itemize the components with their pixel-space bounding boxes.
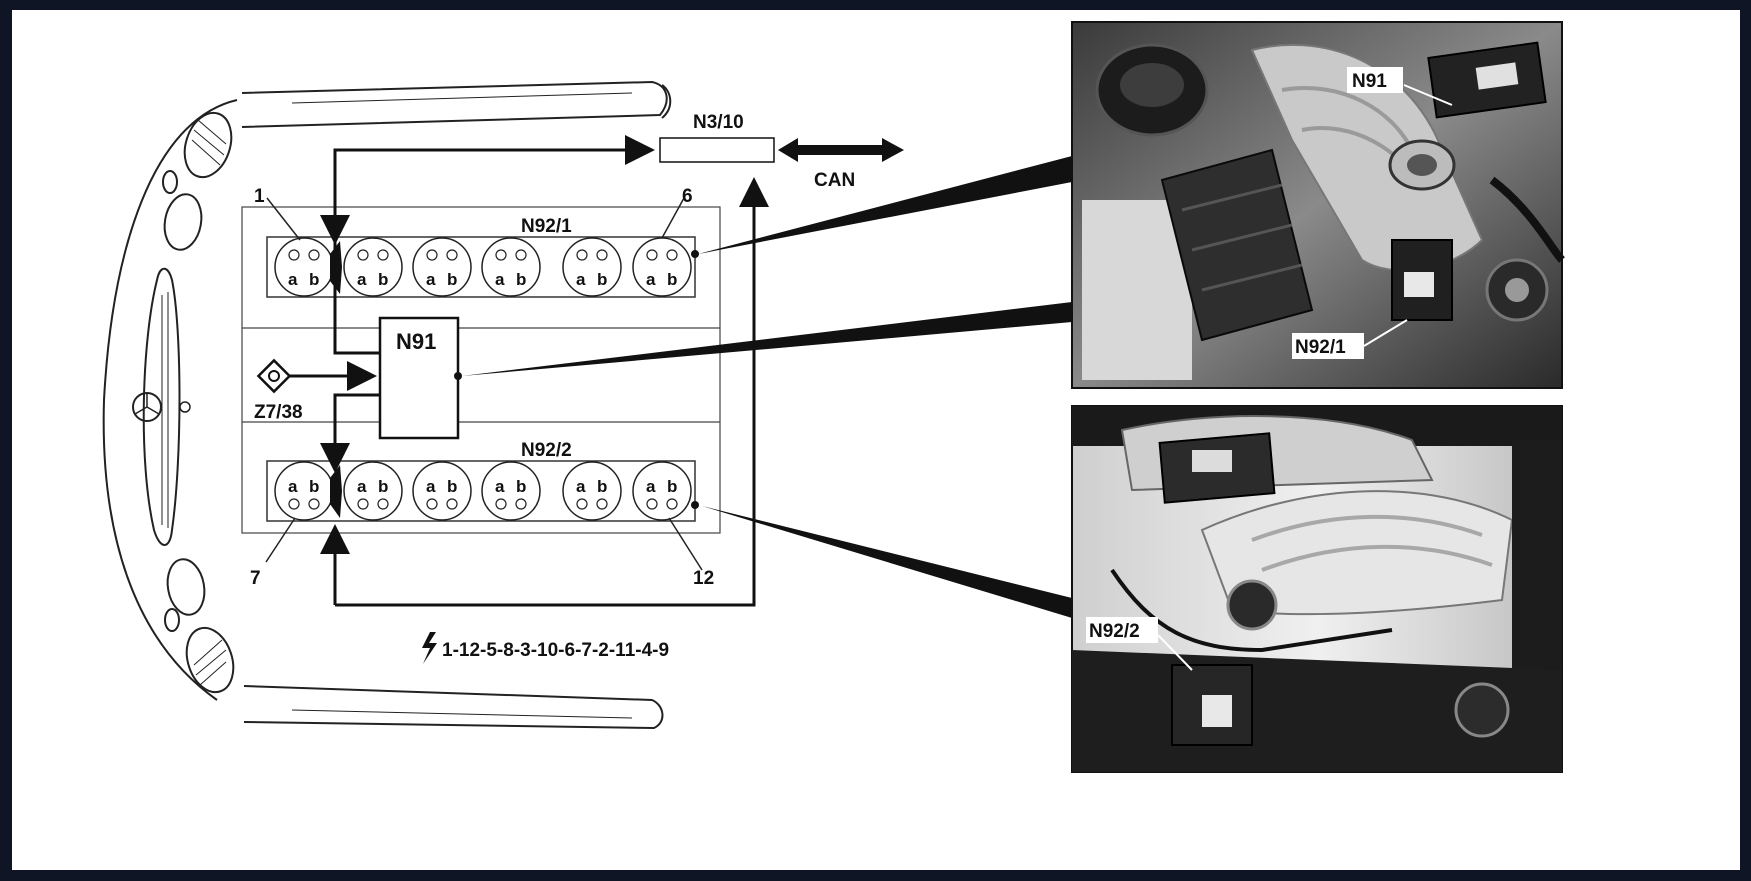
wiring [282,150,754,605]
module-n3-10 [660,138,774,162]
pin-a: a [495,270,505,289]
pin-a: a [646,477,656,496]
label-n91: N91 [396,329,436,354]
pin-b: b [309,270,319,289]
firing-order: 1-12-5-8-3-10-6-7-2-11-4-9 [442,640,669,661]
label-cyl-7: 7 [250,568,261,589]
pin-a: a [357,270,367,289]
z7-38-symbol [258,360,289,391]
pin-a: a [646,270,656,289]
label-cyl-12: 12 [693,568,714,589]
pin-a: a [495,477,505,496]
label-z7-38: Z7/38 [254,402,303,423]
diagram-frame: a b a b a b a b a b a b a b [12,10,1740,870]
pin-a: a [426,270,436,289]
pin-b: b [516,477,526,496]
label-n92-2: N92/2 [521,440,572,461]
pin-a: a [576,270,586,289]
label-can: CAN [814,170,855,191]
pin-b: b [378,477,388,496]
pin-a: a [426,477,436,496]
pin-b: b [447,477,457,496]
pin-b: b [309,477,319,496]
pin-a: a [576,477,586,496]
photo-top: N91 N92/1 [1072,22,1562,388]
ignition-spark-icon [422,632,437,664]
pin-b: b [667,270,677,289]
ignition-diagram: a b a b a b a b a b a b a b [12,10,1740,870]
pin-a: a [357,477,367,496]
engine-layout: a b a b a b a b a b a b a b [242,112,904,664]
can-bus-arrow [778,138,904,162]
connector-upper [330,241,342,294]
pin-b: b [447,270,457,289]
pin-a: a [288,477,298,496]
pin-b: b [667,477,677,496]
pin-b: b [516,270,526,289]
headlight-left-lower [179,622,241,698]
pin-b: b [597,270,607,289]
label-n3-10: N3/10 [693,112,744,133]
label-cyl-1: 1 [254,186,265,207]
pin-b: b [597,477,607,496]
photo-label-n92-1: N92/1 [1295,337,1346,358]
headlight-left-upper [177,107,239,183]
foglight-left-upper [160,191,205,252]
label-cyl-6: 6 [682,186,693,207]
pin-b: b [378,270,388,289]
label-n92-1: N92/1 [521,216,572,237]
connector-lower [330,465,342,518]
photo-label-n92-2: N92/2 [1089,621,1140,642]
photo-bottom: N92/2 [1072,406,1562,772]
pin-a: a [288,270,298,289]
photo-label-n91: N91 [1352,71,1387,92]
